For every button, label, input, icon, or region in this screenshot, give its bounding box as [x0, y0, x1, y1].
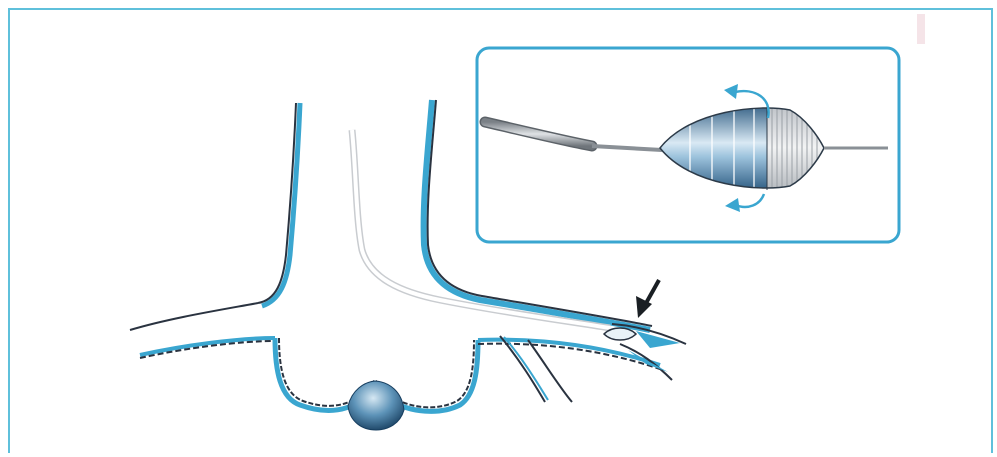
dilated-sac	[348, 381, 404, 430]
black-pointer-arrow-icon	[636, 280, 659, 318]
side-branch-right-wall	[528, 340, 572, 402]
side-branch-left-wall	[500, 336, 545, 402]
side-branch-blue	[504, 337, 548, 400]
left-branch-upper-wall	[130, 303, 258, 330]
balloon-catheter-inset	[477, 48, 899, 242]
tip-balloon	[604, 328, 636, 340]
trunk-left-wall-dark	[258, 103, 296, 303]
